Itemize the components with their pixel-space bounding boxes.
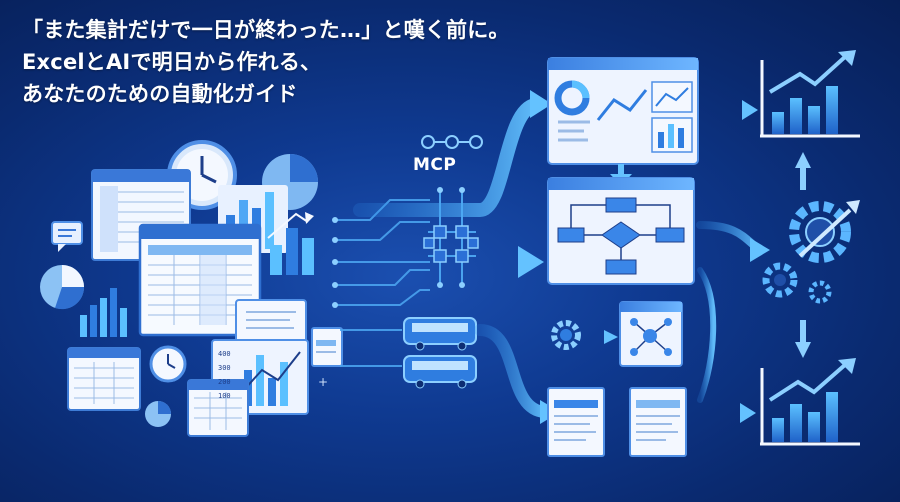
tick-label-200: 200 [218,378,231,386]
chat-bubble-icon [51,221,83,252]
flow-arrows [352,98,764,418]
network-panel [619,301,683,367]
mcp-label: MCP [413,155,457,175]
document-left [547,387,605,457]
headline-line-1: 「また集計だけで一日が終わった…」と嘆く前に。 [22,18,510,42]
small-bar-chart-icon [80,288,127,337]
mcp-gear-links-icon [421,135,483,149]
small-gear-icon [551,320,581,350]
connector-dots [332,217,338,308]
growth-chart-top [760,50,860,138]
dashboard-panel [547,57,699,165]
down-arrow-right [795,320,811,358]
pie-small-icon [40,265,85,310]
svg-text:+: + [318,375,328,389]
spreadsheet-main [138,223,262,337]
mcp-node-grid [423,187,479,288]
growth-bar-chart-icon [267,212,314,275]
bus-icon-top [403,317,477,351]
arrow-heads [518,90,770,424]
headline: 「また集計だけで一日が終わった…」と嘆く前に。 ExcelとAIで明日から作れる… [22,14,510,110]
small-document-icon: + [311,327,343,389]
tick-label-100: 100 [218,392,231,400]
gear-cluster-icon [762,200,860,304]
up-arrow [795,152,811,190]
bus-icon-bottom [403,355,477,389]
growth-chart-bottom [760,358,860,446]
headline-line-3: あなたのための自動化ガイド [22,82,298,106]
document-right [629,387,687,457]
tick-label-300: 300 [218,364,231,372]
small-clock-icon [149,345,187,383]
small-pie-bottom-icon [145,401,171,427]
headline-line-2: ExcelとAIで明日から作れる、 [22,50,322,74]
spreadsheet-small-left [67,347,141,411]
tick-label-400: 400 [218,350,231,358]
spreadsheet-bottom [187,379,249,437]
flowchart-panel [547,177,695,285]
